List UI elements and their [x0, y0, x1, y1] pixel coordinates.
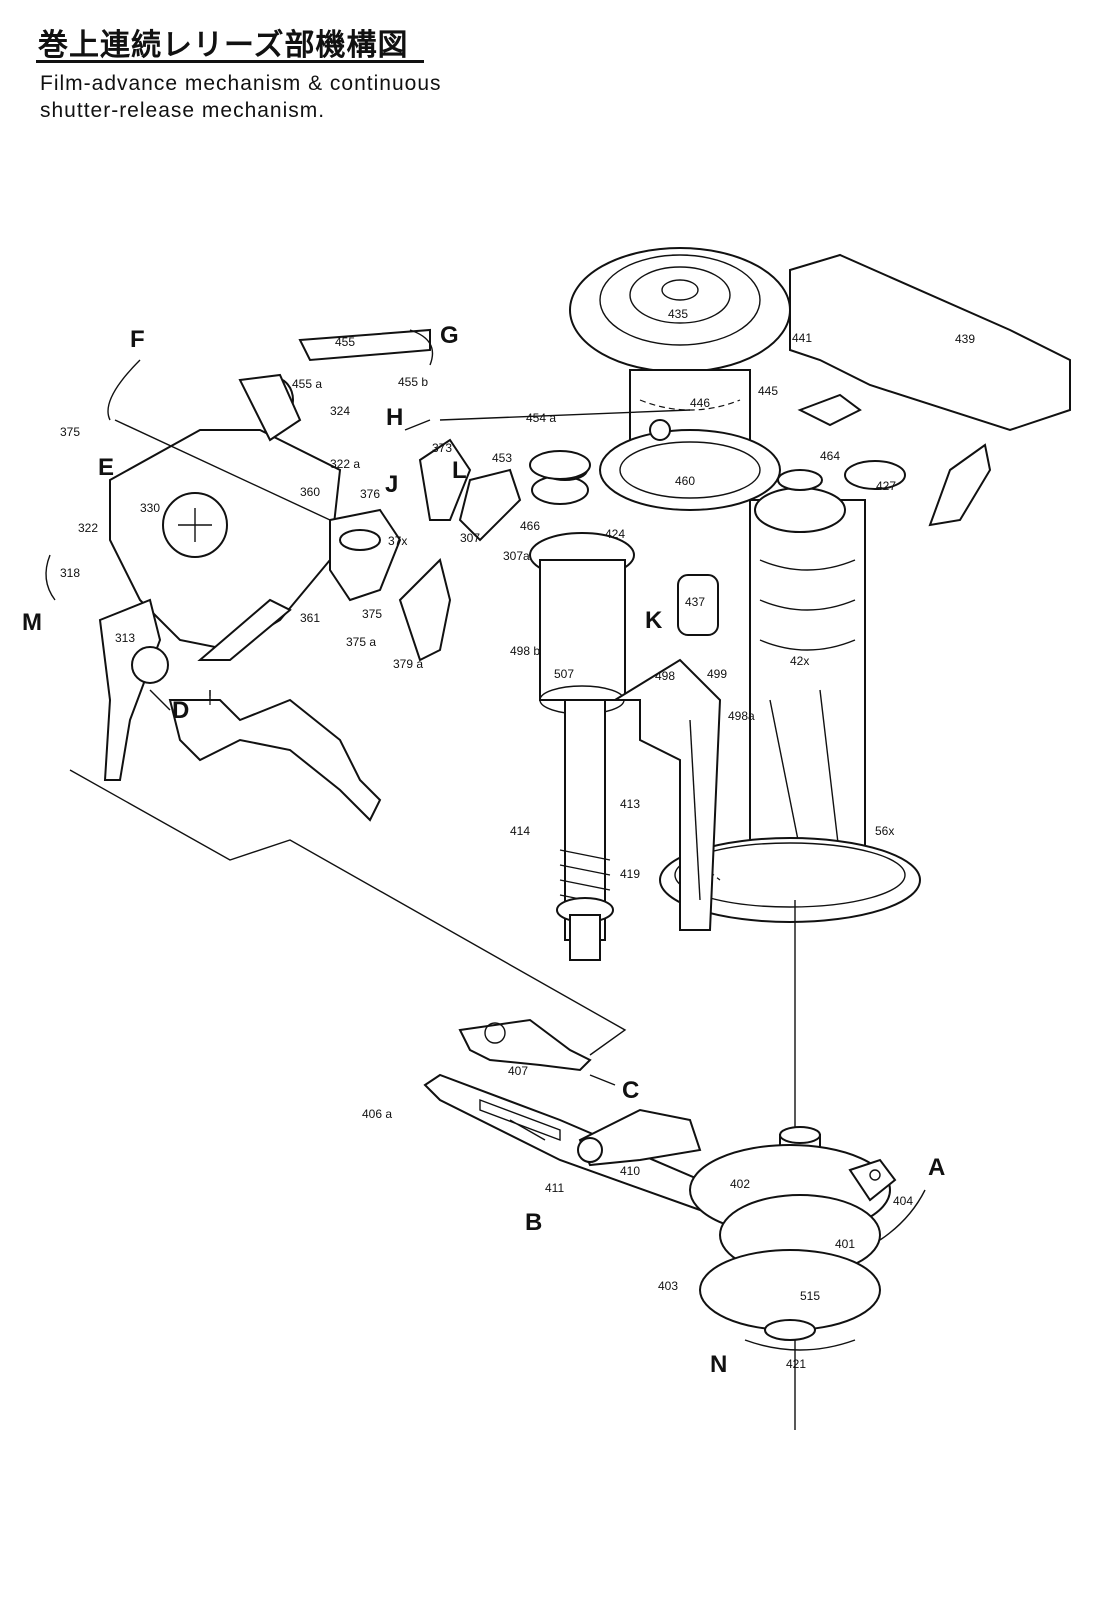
part-number: 446 [690, 396, 710, 410]
arrow-label-a: A [928, 1154, 945, 1181]
part-number: 441 [792, 331, 812, 345]
winding-disc-assembly [689, 1126, 897, 1341]
part-number: 455 b [398, 375, 428, 389]
part-number: 307 [460, 531, 480, 545]
part-number: 324 [330, 404, 350, 418]
diagram-title-english: Film-advance mechanism & continuous shut… [40, 70, 442, 124]
part-number: 515 [800, 1289, 820, 1303]
release-lever-assembly [611, 574, 722, 931]
part-number: 313 [115, 631, 135, 645]
arrow-label-n: N [710, 1351, 727, 1378]
arrow-label-e: E [98, 454, 114, 481]
motion-arrows [45, 329, 926, 1351]
sprocket-shaft-assembly [659, 487, 921, 1430]
part-number: 37x [388, 534, 407, 548]
part-number: 455 [335, 335, 355, 349]
title-english-line-2: shutter-release mechanism. [40, 99, 326, 122]
part-number: 307a [503, 549, 530, 563]
part-number: 407 [508, 1064, 528, 1078]
arrow-label-f: F [130, 326, 145, 353]
part-number: 361 [300, 611, 320, 625]
part-number: 413 [620, 797, 640, 811]
part-number: 322 [78, 521, 98, 535]
part-number: 427 [876, 479, 896, 493]
arrow-label-m: M [22, 609, 42, 636]
part-number: 322 a [330, 457, 360, 471]
part-number: 437 [685, 595, 705, 609]
part-number: 375 a [346, 635, 376, 649]
part-number: 360 [300, 485, 320, 499]
part-number: 466 [520, 519, 540, 533]
release-shaft-assembly [529, 459, 635, 961]
part-number: 379 a [393, 657, 423, 671]
part-number: 318 [60, 566, 80, 580]
title-english-line-1: Film-advance mechanism & continuous [40, 72, 442, 95]
winding-gear-train [529, 393, 992, 527]
arrow-label-h: H [386, 404, 403, 431]
part-number: 498 [655, 669, 675, 683]
part-number: 435 [668, 307, 688, 321]
part-number: 411 [545, 1181, 564, 1195]
part-number: 439 [955, 332, 975, 346]
part-number: 375 [362, 607, 382, 621]
part-number: 42x [790, 654, 809, 668]
assembly-outline [69, 409, 691, 1056]
part-number: 373 [432, 441, 452, 455]
title-underline [36, 60, 424, 63]
arrow-label-l: L [452, 457, 467, 484]
part-number: 421 [786, 1357, 806, 1371]
part-number: 464 [820, 449, 840, 463]
part-number: 453 [492, 451, 512, 465]
part-number: 507 [554, 667, 574, 681]
part-number: 499 [707, 667, 727, 681]
part-number: 498 b [510, 644, 540, 658]
part-number: 56x [875, 824, 894, 838]
part-number: 402 [730, 1177, 750, 1191]
part-number: 375 [60, 425, 80, 439]
shutter-release-lever-cluster [98, 328, 522, 822]
arrow-label-c: C [622, 1077, 639, 1104]
part-number: 455 a [292, 377, 322, 391]
wind-lever-linkage [423, 1018, 722, 1212]
part-number: 330 [140, 501, 160, 515]
part-number: 454 a [526, 411, 556, 425]
part-number: 445 [758, 384, 778, 398]
part-number: 460 [675, 474, 695, 488]
diagram-title-japanese: 巻上連続レリーズ部機構図 [38, 28, 409, 63]
part-number: 404 [893, 1194, 913, 1208]
arrow-label-g: G [440, 322, 459, 349]
part-number: 414 [510, 824, 530, 838]
part-number: 424 [605, 527, 625, 541]
part-number: 498a [728, 709, 755, 723]
arrow-label-d: D [172, 697, 189, 724]
part-number: 419 [620, 867, 640, 881]
arrow-label-k: K [645, 607, 663, 634]
arrow-label-b: B [525, 1209, 542, 1236]
take-up-spool-assembly [569, 247, 1071, 511]
part-number: 376 [360, 487, 380, 501]
arrow-label-j: J [385, 471, 398, 498]
part-number: 410 [620, 1164, 640, 1178]
part-number: 403 [658, 1279, 678, 1293]
part-number: 401 [835, 1237, 855, 1251]
part-number: 406 a [362, 1107, 392, 1121]
